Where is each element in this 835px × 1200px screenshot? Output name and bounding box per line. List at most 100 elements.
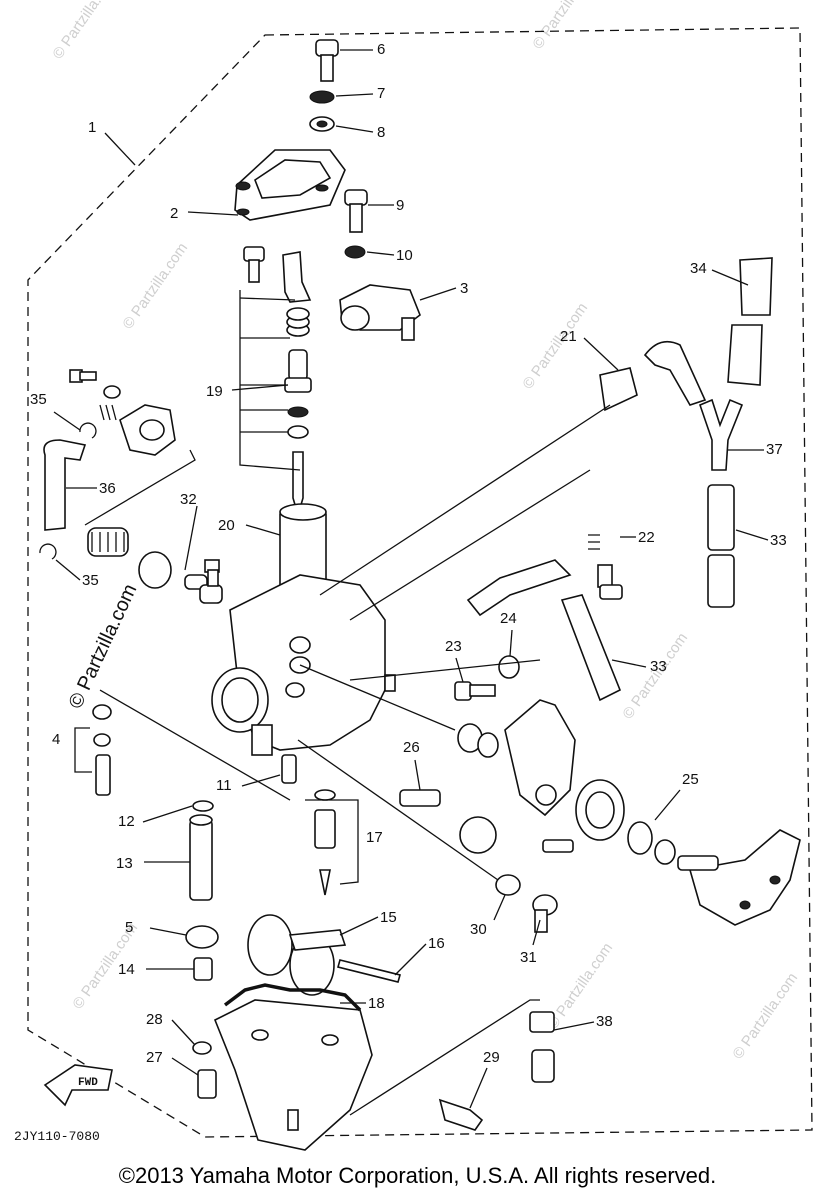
callout-leaders (53, 49, 769, 1109)
callout-21: 21 (560, 328, 577, 345)
leader-line (349, 469, 591, 621)
hose-33-middle (466, 559, 622, 702)
hose-36 (43, 439, 87, 531)
callout-38: 38 (596, 1013, 613, 1030)
callout-35: 35 (82, 572, 99, 589)
callout-34: 34 (690, 260, 707, 277)
part-code: 2JY110-7080 (14, 1129, 100, 1144)
callout-20: 20 (218, 517, 235, 534)
callout-13: 13 (116, 855, 133, 872)
callout-3: 3 (460, 280, 468, 297)
leader-line (349, 999, 540, 1116)
hose-21 (599, 340, 707, 412)
leader-line (104, 132, 136, 166)
callout-11: 11 (216, 777, 232, 794)
carburetor-body (211, 574, 396, 756)
watermark-layer: © Partzilla.com © Partzilla.com © Partzi… (49, 0, 801, 1062)
watermark: © Partzilla.com (729, 970, 801, 1063)
washer-30 (495, 874, 521, 896)
float-bowl (213, 983, 373, 1151)
washer-10 (344, 245, 366, 259)
main-jet-14 (193, 957, 213, 981)
callout-9: 9 (396, 197, 404, 214)
screw-22 (588, 534, 623, 600)
watermark: © Partzilla.com (119, 240, 191, 333)
leader-line (297, 739, 499, 881)
spring-25 (575, 779, 676, 865)
callout-8: 8 (377, 124, 385, 141)
leader-line (319, 404, 611, 596)
carb-top-cap (234, 149, 346, 221)
float-valve-17 (314, 789, 336, 896)
throttle-plunger-3 (339, 284, 421, 341)
screw-6 (315, 39, 339, 82)
clip-35-upper (79, 422, 97, 439)
callout-37: 37 (766, 441, 783, 458)
leader-line (305, 799, 359, 885)
drain-screw-27 (197, 1069, 217, 1099)
callout-25: 25 (682, 771, 699, 788)
callout-33: 33 (650, 658, 667, 675)
callout-19: 19 (206, 383, 223, 400)
callout-4: 4 (52, 731, 60, 748)
jet-11 (281, 754, 297, 784)
hose-38 (529, 1011, 555, 1083)
screw-9 (344, 189, 368, 233)
callout-28: 28 (146, 1011, 163, 1028)
callout-2: 2 (170, 205, 178, 222)
washer-8-hole (316, 120, 328, 128)
leader-line (84, 449, 196, 526)
callout-22: 22 (638, 529, 655, 546)
leader-line (74, 727, 92, 773)
float-pin-16 (337, 959, 401, 983)
y-joint-37 (699, 398, 744, 471)
copyright-notice: ©2013 Yamaha Motor Corporation, U.S.A. A… (118, 1163, 717, 1188)
callout-18: 18 (368, 995, 385, 1012)
screw-31 (532, 894, 558, 933)
parts-diagram: © Partzilla.com © Partzilla.com © Partzi… (14, 0, 813, 1151)
hose-34 (727, 257, 773, 386)
callout-36: 36 (99, 480, 116, 497)
nut-24 (498, 655, 520, 679)
leader-line (239, 297, 296, 301)
lever-screw (542, 839, 574, 853)
callout-labels: 1 2 3 4 5 6 7 8 9 10 11 12 13 14 15 16 1… (30, 41, 787, 1066)
starter-cover (69, 369, 176, 456)
starter-plunger-group-32 (87, 527, 223, 604)
watermark: © Partzilla.com (519, 300, 591, 393)
callout-32: 32 (180, 491, 197, 508)
adjust-screw-26 (399, 789, 497, 854)
float-15 (247, 914, 347, 996)
callout-23: 23 (445, 638, 462, 655)
washer-28 (192, 1041, 212, 1055)
callout-1: 1 (88, 119, 96, 136)
leader-line (239, 290, 301, 471)
callout-35: 35 (30, 391, 47, 408)
needle-jet-13 (189, 814, 213, 901)
callout-33: 33 (770, 532, 787, 549)
needle-assembly-19 (284, 307, 312, 518)
callout-14: 14 (118, 961, 135, 978)
callout-6: 6 (377, 41, 385, 58)
drain-fitting-29 (438, 1098, 484, 1131)
watermark: © Partzilla.com (529, 0, 601, 52)
washer-5 (185, 925, 219, 949)
lever-plate (457, 699, 576, 817)
callout-29: 29 (483, 1049, 500, 1066)
assembly-boundary (27, 27, 813, 1138)
throttle-lever (677, 829, 801, 926)
leader-line (299, 664, 456, 731)
callout-30: 30 (470, 921, 487, 938)
watermark: © Partzilla.com (619, 630, 691, 723)
watermark: © Partzilla.com (49, 0, 121, 62)
callout-15: 15 (380, 909, 397, 926)
fwd-arrow-icon: FWD (43, 1064, 113, 1107)
callout-24: 24 (500, 610, 517, 627)
pilot-screw-4 (92, 704, 112, 796)
washer-7 (309, 90, 335, 104)
callout-27: 27 (146, 1049, 163, 1066)
fwd-label: FWD (78, 1077, 98, 1089)
leader-line (349, 659, 541, 681)
clip-35-lower (39, 543, 57, 560)
callout-5: 5 (125, 919, 133, 936)
